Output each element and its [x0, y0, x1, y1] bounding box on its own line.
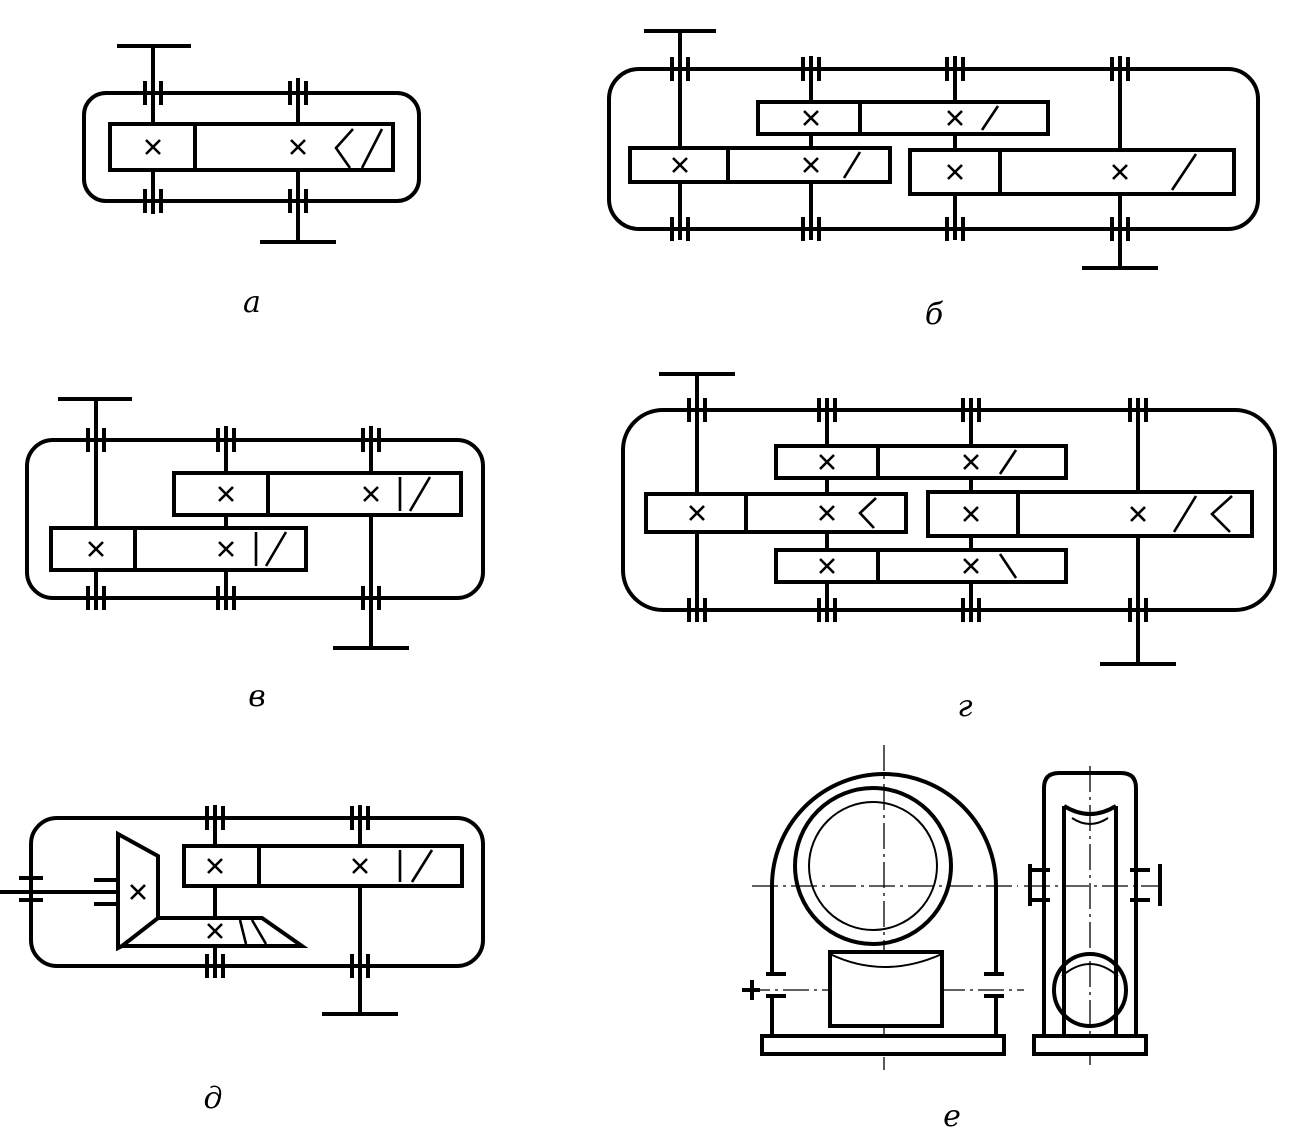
scheme-a	[82, 44, 421, 244]
scheme-v	[25, 397, 485, 650]
base-plate	[1032, 1034, 1148, 1056]
worm	[828, 950, 944, 1028]
housing	[25, 438, 485, 600]
scheme-g	[621, 372, 1277, 666]
bearing	[1030, 868, 1150, 902]
worm-wheel	[793, 786, 953, 946]
wheel	[744, 492, 908, 534]
worm-section	[1052, 952, 1128, 1028]
pinion	[49, 526, 137, 572]
caption-e: е	[943, 1099, 961, 1134]
caption-d: д	[203, 1081, 222, 1116]
bearing	[94, 878, 118, 906]
pinion	[756, 100, 862, 136]
bevel-wheel	[116, 916, 309, 948]
wheel	[257, 844, 464, 888]
wheel	[266, 471, 463, 517]
caption-v: в	[248, 679, 265, 714]
scheme-d	[0, 804, 485, 1016]
wheel	[998, 148, 1236, 196]
worm-wheel-pitch	[808, 801, 938, 931]
scheme-e	[742, 745, 1162, 1070]
caption-a: а	[243, 285, 261, 320]
housing-side	[1042, 771, 1138, 1036]
wheel	[193, 122, 395, 172]
wheel	[1016, 490, 1254, 538]
housing-front	[770, 772, 998, 974]
pinion	[182, 844, 261, 888]
scheme-b	[607, 29, 1260, 270]
pinion	[172, 471, 270, 517]
base-plate	[760, 1034, 1006, 1056]
pinion	[926, 490, 1020, 538]
bearing	[766, 972, 1004, 998]
caption-g: г	[957, 689, 972, 724]
wheel	[726, 146, 892, 184]
shaft-end	[742, 980, 760, 1000]
housing	[621, 408, 1277, 612]
worm-wheel-side	[1062, 806, 1118, 1036]
wheel	[133, 526, 308, 572]
housing	[607, 67, 1260, 231]
caption-b: б	[925, 297, 944, 332]
housing	[82, 91, 421, 203]
bearing	[19, 876, 43, 902]
